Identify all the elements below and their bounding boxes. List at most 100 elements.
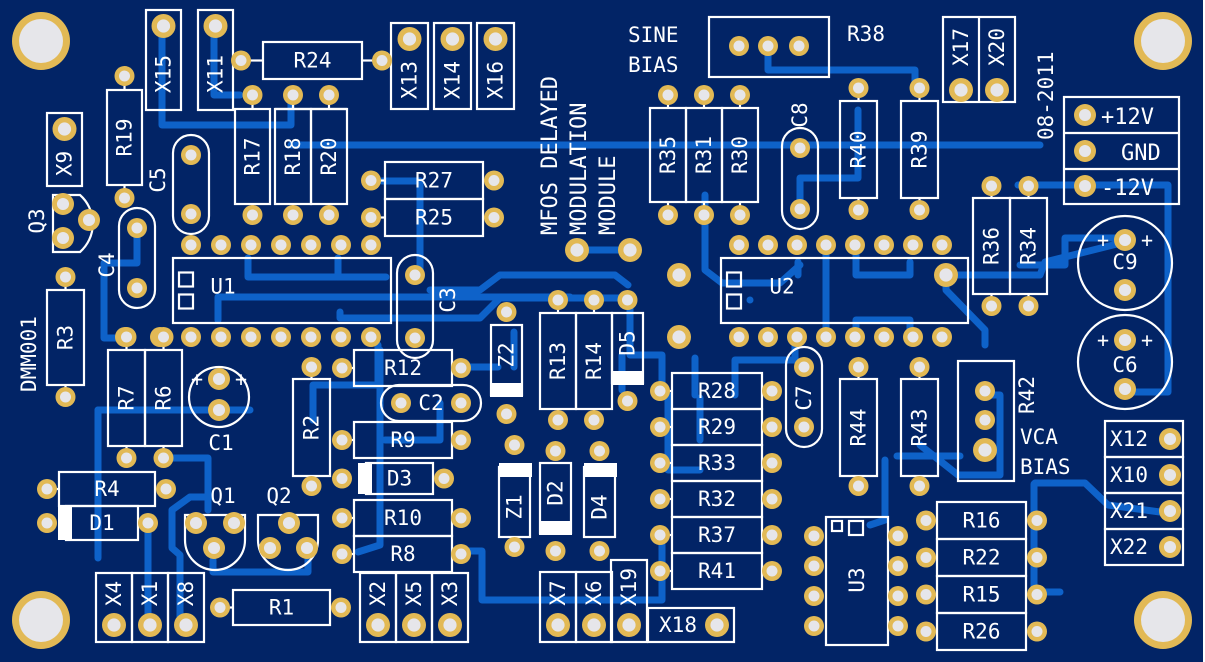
label-x14: X14	[441, 61, 465, 99]
mounting-hole-bottom-left	[12, 591, 70, 649]
pad-r17-1	[242, 85, 263, 105]
label-r20: R20	[317, 138, 341, 176]
cathode-band	[539, 521, 572, 535]
pad-r24-2	[372, 50, 392, 71]
pad	[1159, 536, 1181, 558]
pad-r16-2	[1027, 510, 1047, 531]
label-r19: R19	[113, 119, 137, 157]
pad-r20-1	[319, 85, 339, 105]
pad-u2	[816, 235, 836, 255]
pad	[1114, 329, 1136, 351]
label-x19: X19	[617, 568, 641, 606]
label-r29: R29	[698, 415, 736, 439]
pad-u1	[301, 235, 321, 255]
cathode-band	[490, 383, 523, 397]
label-c4: C4	[95, 252, 119, 277]
pad-r13-2	[548, 410, 568, 430]
pad	[888, 586, 908, 606]
pad-r3-2	[55, 387, 76, 407]
vca-bias-caption-line-2: BIAS	[1020, 455, 1071, 479]
pad	[973, 438, 997, 462]
power-connector: +12V GND -12V	[1062, 95, 1181, 206]
board-date: 08-2011	[1034, 51, 1058, 140]
pad-r25-2	[484, 207, 504, 228]
pad-r16-1	[916, 510, 936, 531]
label-r39: R39	[908, 131, 932, 169]
connector-x9	[45, 111, 84, 188]
pad-c4-2	[127, 278, 147, 298]
pad	[1159, 464, 1181, 486]
label-r2: R2	[300, 415, 324, 440]
label-r35: R35	[656, 136, 680, 174]
pin1-marker	[830, 519, 844, 533]
pad-r4-1	[37, 479, 57, 499]
label-c2: C2	[418, 391, 443, 415]
pad-r41-1	[650, 561, 670, 581]
label-x4: X4	[102, 581, 126, 606]
capacitor-c9	[1076, 214, 1174, 312]
pad-r8-2	[451, 544, 471, 564]
label-x18: X18	[659, 613, 697, 637]
label-r8: R8	[390, 542, 415, 566]
pad	[203, 537, 225, 559]
pad	[259, 537, 281, 559]
connector-x8	[166, 571, 206, 644]
pad-u2	[845, 327, 865, 347]
pad	[758, 36, 778, 56]
pad-r15-2	[1027, 584, 1047, 605]
pad-x2	[366, 613, 390, 637]
pad-u2	[729, 235, 749, 255]
label-r36: R36	[980, 227, 1004, 265]
pad-c5-1	[181, 145, 201, 165]
polarity-plus-icon: +	[1097, 228, 1109, 252]
pad-r29-1	[650, 417, 670, 437]
label-r17: R17	[241, 138, 265, 176]
pad	[1159, 500, 1181, 522]
label-c8: C8	[788, 102, 812, 127]
label-r18: R18	[281, 138, 305, 176]
label-d3: D3	[387, 467, 412, 491]
pad-u1	[361, 235, 381, 255]
label-x16: X16	[484, 61, 508, 99]
pad-x8	[174, 613, 198, 637]
pad-u2	[874, 235, 894, 255]
label-x6: X6	[582, 580, 606, 605]
label-c5: C5	[146, 167, 170, 192]
power-label-gnd: GND	[1121, 141, 1161, 166]
pad-r39-1	[909, 78, 930, 98]
pad-c8-2	[790, 199, 810, 219]
pad	[496, 302, 517, 322]
pad-r6-1	[153, 327, 174, 347]
capacitor-c8	[780, 126, 820, 231]
pad-r30-2	[730, 205, 750, 225]
pad-x4	[102, 613, 126, 637]
power-label-plus12v: +12V	[1101, 105, 1154, 130]
label-x12: X12	[1110, 427, 1148, 451]
pad-r32-1	[650, 489, 670, 509]
pad-r28-1	[650, 381, 670, 401]
pad	[138, 513, 158, 533]
polarity-plus-icon: +	[1097, 328, 1109, 352]
pin1-marker	[725, 293, 743, 310]
pad-r31-2	[694, 205, 714, 225]
label-x21: X21	[1110, 499, 1148, 523]
pad-u1	[361, 327, 381, 347]
sine-bias-caption-line-2: BIAS	[628, 53, 679, 77]
pad-r34-2	[1018, 296, 1039, 316]
pad-r7-2	[116, 448, 137, 468]
pad	[617, 391, 638, 411]
copper-traces	[94, 29, 1172, 634]
pad-r37-2	[762, 525, 782, 545]
polarity-plus-icon: +	[191, 367, 203, 391]
label-r26: R26	[963, 620, 1001, 644]
pad-r12-1	[332, 358, 352, 378]
pad-r10-2	[451, 508, 471, 528]
pad-u1	[181, 235, 201, 255]
pad	[975, 410, 995, 430]
capacitor-c4	[117, 206, 157, 310]
pad	[37, 513, 57, 533]
connector-x19	[609, 558, 649, 644]
ic-u3	[824, 515, 890, 647]
pad-r7-1	[116, 327, 137, 347]
